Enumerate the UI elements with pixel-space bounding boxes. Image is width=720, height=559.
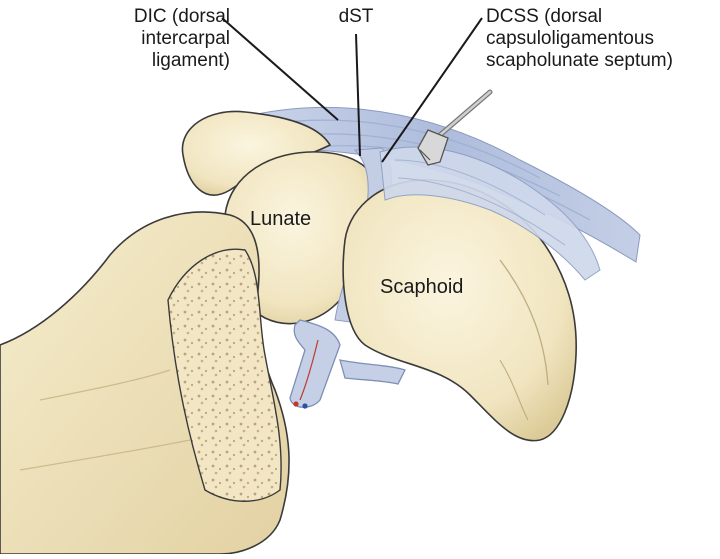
dcss-ligament (379, 146, 601, 281)
carpal-bone-posterior (181, 110, 332, 196)
dst-leader-line (355, 33, 361, 157)
lunate-label: Lunate (250, 208, 312, 230)
scaphoid-label: Scaphoid (380, 276, 464, 298)
dic-label-line1: DIC (dorsal (133, 6, 230, 27)
dic-label: DIC (dorsal intercarpal ligament) (90, 6, 230, 72)
dic-leader-line (221, 17, 339, 121)
dic-label-line2: intercarpal (141, 28, 230, 49)
dst-label: dST (328, 6, 384, 28)
dic-label-line3: ligament) (151, 50, 230, 71)
dcss-label: DCSS (dorsal capsuloligamentous scapholu… (486, 6, 716, 72)
retractor-instrument (417, 89, 493, 166)
dcss-label-line3: scapholunate septum) (486, 50, 673, 71)
dcss-leader-line (381, 17, 483, 163)
neurovascular-bundle (289, 319, 406, 409)
dcss-label-line1: DCSS (dorsal (486, 6, 603, 27)
dcss-label-line2: capsuloligamentous (486, 28, 654, 49)
dst-label-text: dST (338, 6, 374, 27)
radius-cut-section (167, 248, 282, 502)
